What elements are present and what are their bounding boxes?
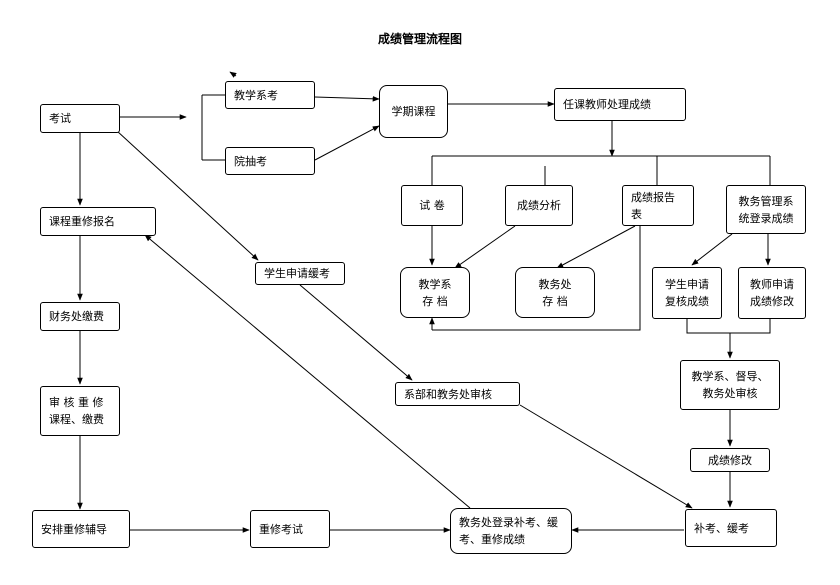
node-dept-office-review: 系部和教务处审核 [395, 382, 520, 406]
diagram-title: 成绩管理流程图 [377, 32, 462, 46]
node-dept-exam: 教学系考 [225, 81, 315, 109]
node-course-retake-signup: 课程重修报名 [40, 207, 156, 236]
node-grade-report: 成绩报告 表 [622, 185, 694, 226]
node-paper: 试 卷 [401, 185, 463, 226]
node-student-defer: 学生申请缓考 [255, 262, 345, 285]
node-office-login-results: 教务处登录补考、缓 考、重修成绩 [450, 508, 572, 554]
node-login-system: 教务管理系 统登录成绩 [726, 185, 806, 234]
node-makeup-defer: 补考、缓考 [685, 509, 777, 547]
node-retake-exam: 重修考试 [250, 510, 330, 548]
node-office-archive: 教务处 存 档 [515, 267, 595, 318]
node-finance-fee: 财务处缴费 [40, 302, 120, 331]
node-term-course: 学期课程 [379, 85, 448, 138]
node-grade-modify: 成绩修改 [690, 448, 770, 472]
node-teacher-modify: 教师申请 成绩修改 [738, 267, 806, 319]
node-grade-analysis: 成绩分析 [505, 185, 573, 226]
node-audit-retake: 审 核 重 修 课程、缴费 [40, 386, 120, 436]
node-triple-review: 教学系、督导、 教务处审核 [680, 360, 780, 410]
node-dept-archive: 教学系 存 档 [400, 267, 470, 318]
node-exam: 考试 [40, 104, 120, 133]
node-student-recheck: 学生申请 复核成绩 [652, 267, 722, 319]
node-teacher-grades: 任课教师处理成绩 [554, 88, 686, 121]
node-college-exam: 院抽考 [225, 147, 315, 175]
node-arrange-tutoring: 安排重修辅导 [32, 510, 130, 548]
